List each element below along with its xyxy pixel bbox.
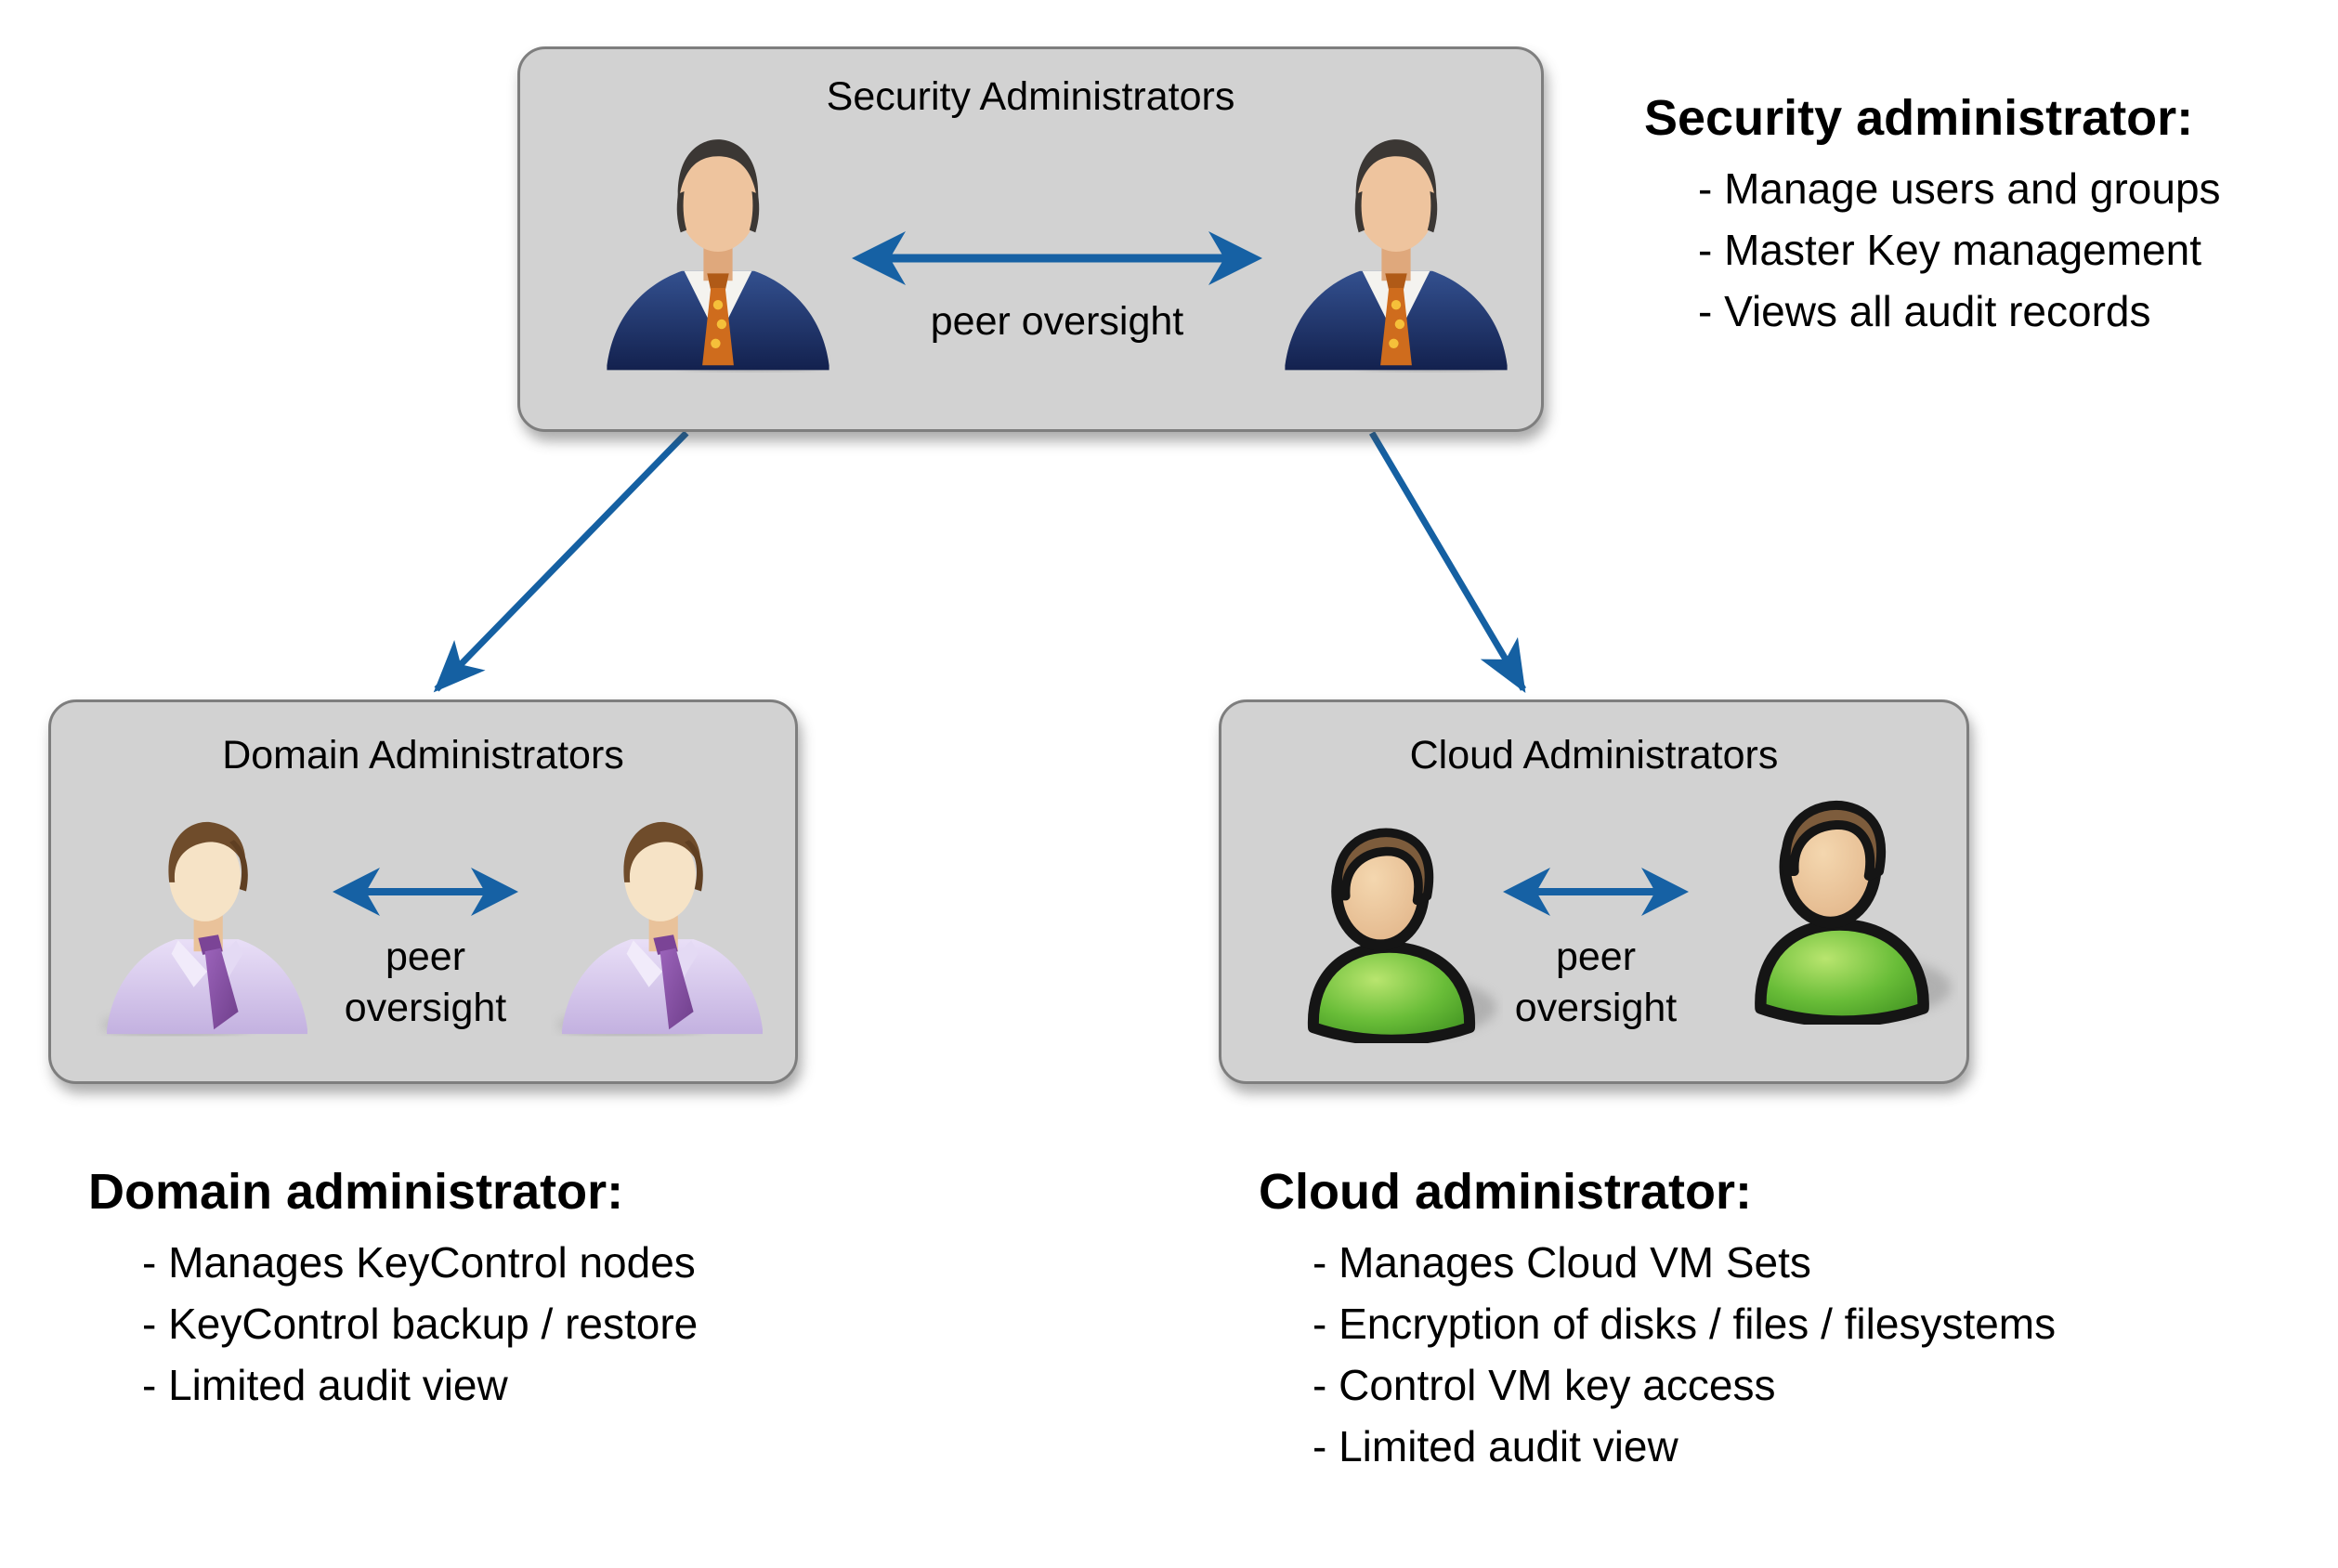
security-note-item: - Master Key management: [1698, 226, 2202, 274]
domain-note-item: - Limited audit view: [142, 1361, 508, 1409]
cloud-note-item: - Control VM key access: [1313, 1361, 1776, 1409]
businessman-suit-avatar-icon: [597, 122, 839, 382]
cloud-administrators-box: Cloud Administrators peer oversight: [1219, 699, 1969, 1084]
double-headed-arrow-icon: [330, 859, 521, 924]
domain-administrator-notes: Domain administrator: - Manages KeyContr…: [88, 1163, 698, 1416]
peer-oversight-line1: peer: [1555, 934, 1637, 979]
domain-note-item: - KeyControl backup / restore: [142, 1300, 699, 1348]
security-note-item: - Views all audit records: [1698, 287, 2151, 335]
office-worker-avatar-icon: [551, 788, 774, 1062]
office-worker-avatar-icon: [96, 788, 319, 1062]
peer-oversight-line1: peer: [385, 934, 466, 979]
peer-oversight-label: peer oversight: [286, 932, 565, 1034]
cloud-administrator-notes: Cloud administrator: - Manages Cloud VM …: [1259, 1163, 2056, 1477]
domain-box-title: Domain Administrators: [222, 733, 624, 777]
security-note-item: - Manage users and groups: [1698, 164, 2221, 213]
security-box-title: Security Administrators: [826, 74, 1235, 119]
cloud-box-title: Cloud Administrators: [1409, 733, 1779, 777]
peer-oversight-label: peer oversight: [1456, 932, 1735, 1034]
security-administrators-box: Security Administrators peer oversight: [517, 46, 1544, 432]
peer-oversight-label: peer oversight: [930, 299, 1184, 344]
domain-notes-heading: Domain administrator:: [88, 1164, 624, 1220]
cloud-note-item: - Limited audit view: [1313, 1422, 1678, 1470]
security-administrator-notes: Security administrator: - Manage users a…: [1644, 89, 2221, 342]
green-user-avatar-icon: [1726, 769, 1958, 1048]
cloud-note-item: - Encryption of disks / files / filesyst…: [1313, 1300, 2057, 1348]
businessman-suit-avatar-icon: [1275, 122, 1517, 382]
cloud-notes-heading: Cloud administrator:: [1259, 1164, 1753, 1220]
domain-administrators-box: Domain Administrators peer oversight: [48, 699, 798, 1084]
diagonal-down-arrow-icon: [1368, 431, 1527, 694]
peer-oversight-line2: oversight: [344, 986, 507, 1030]
peer-oversight-line2: oversight: [1514, 986, 1678, 1030]
diagonal-down-arrow-icon: [433, 430, 689, 693]
domain-note-item: - Manages KeyControl nodes: [142, 1238, 696, 1287]
double-headed-arrow-icon: [1500, 859, 1691, 924]
double-headed-arrow-icon: [848, 221, 1266, 295]
security-notes-heading: Security administrator:: [1644, 90, 2194, 146]
cloud-note-item: - Manages Cloud VM Sets: [1313, 1238, 1811, 1287]
